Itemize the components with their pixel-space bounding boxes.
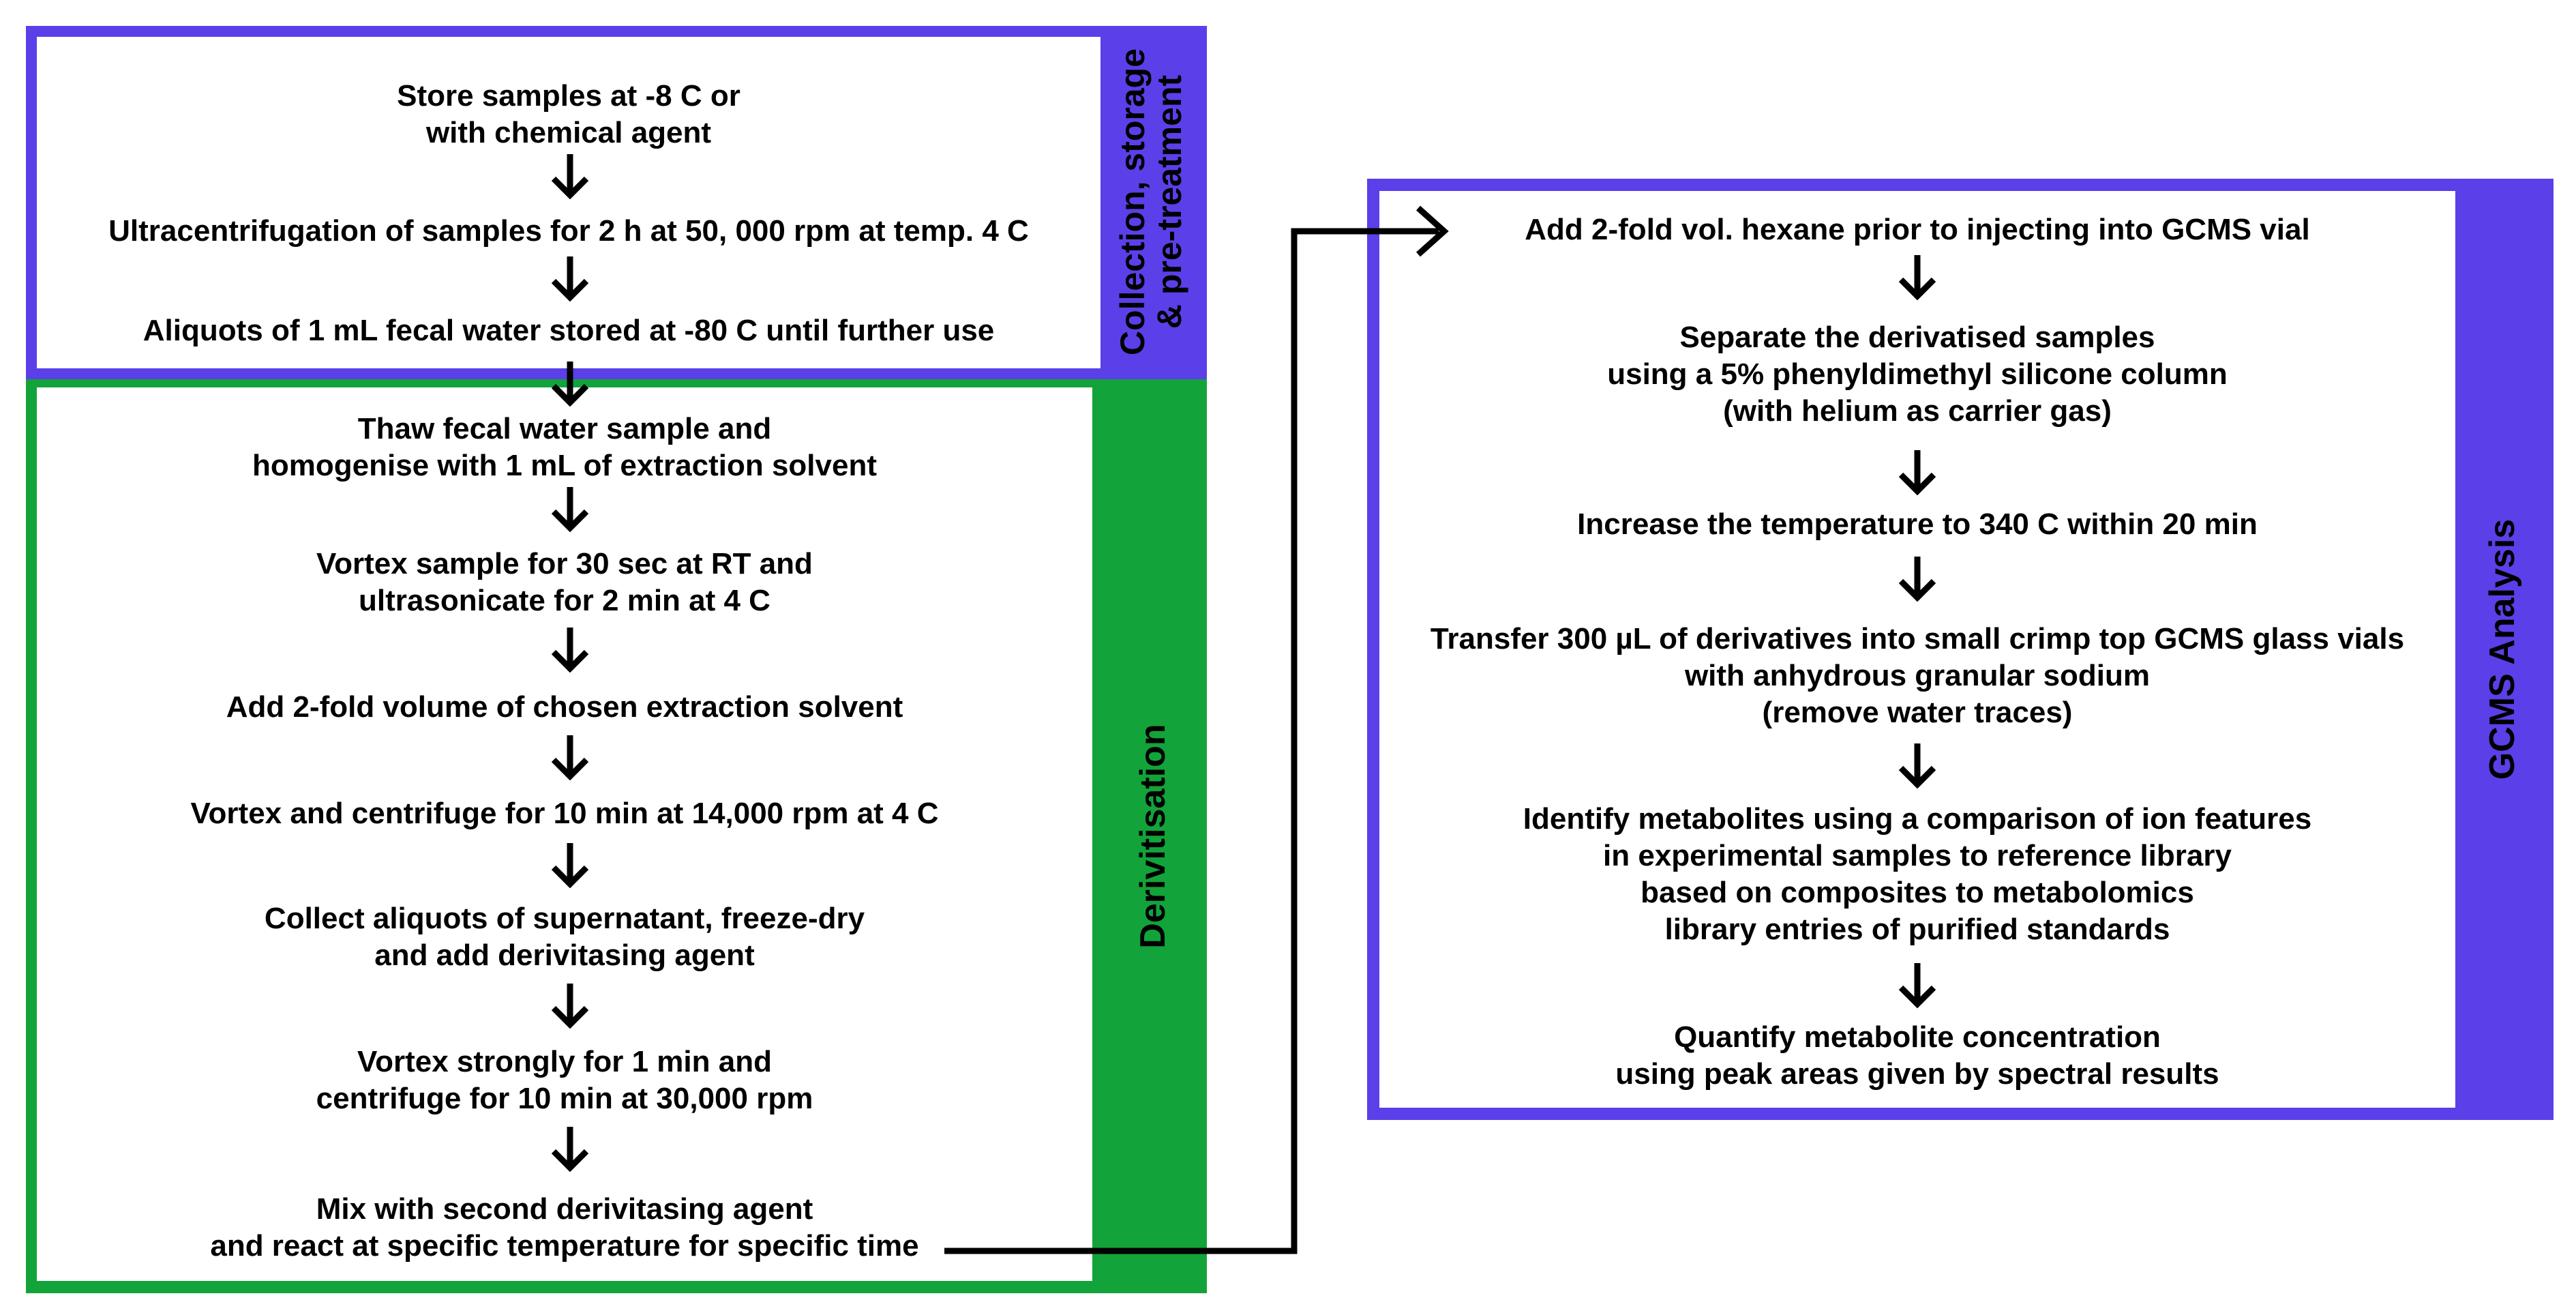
collection-step-1: Store samples at -8 C or with chemical a… (397, 79, 740, 149)
gcms-step-5: Identify metabolites using a comparison … (1523, 802, 2312, 946)
gcms-step-3: Increase the temperature to 340 C within… (1577, 507, 2258, 541)
derivitisation-step-3: Add 2-fold volume of chosen extraction s… (226, 690, 903, 724)
derivitisation-step-2: Vortex sample for 30 sec at RT and ultra… (316, 547, 813, 617)
down-arrow-icon (551, 154, 589, 199)
gcms-panel: Add 2-fold vol. hexane prior to injectin… (1367, 179, 2553, 1120)
down-arrow-icon (1898, 557, 1936, 602)
down-arrow-icon (551, 362, 589, 407)
derivitisation-step-4: Vortex and centrifuge for 10 min at 14,0… (190, 797, 939, 830)
derivitisation-content: Thaw fecal water sample and homogenise w… (37, 362, 1092, 1281)
down-arrow-icon (551, 843, 589, 888)
gcms-step-2: Separate the derivatised samples using a… (1607, 321, 2228, 428)
down-arrow-icon (551, 1127, 589, 1172)
down-arrow-icon (551, 984, 589, 1029)
gcms-step-1: Add 2-fold vol. hexane prior to injectin… (1525, 213, 2310, 246)
collection-step-2: Ultracentrifugation of samples for 2 h a… (108, 214, 1029, 248)
collection-panel: Store samples at -8 C or with chemical a… (26, 26, 1207, 379)
collection-content: Store samples at -8 C or with chemical a… (37, 37, 1100, 368)
gcms-content: Add 2-fold vol. hexane prior to injectin… (1379, 191, 2455, 1108)
down-arrow-icon (1898, 255, 1936, 300)
down-arrow-icon (1898, 743, 1936, 788)
collection-step-3: Aliquots of 1 mL fecal water stored at -… (143, 314, 995, 347)
down-arrow-icon (551, 256, 589, 301)
connector-line (944, 228, 1439, 1254)
gcms-step-6: Quantify metabolite concentration using … (1615, 1020, 2219, 1091)
down-arrow-icon (551, 735, 589, 780)
down-arrow-icon (1898, 963, 1936, 1008)
derivitisation-step-5: Collect aliquots of supernatant, freeze-… (264, 902, 865, 972)
gcms-step-4: Transfer 300 µL of derivatives into smal… (1430, 622, 2405, 729)
derivitisation-panel: Thaw fecal water sample and homogenise w… (26, 362, 1207, 1293)
down-arrow-icon (551, 487, 589, 532)
down-arrow-icon (551, 628, 589, 673)
connector-arrowhead-icon (1416, 205, 1449, 257)
derivitisation-step-6: Vortex strongly for 1 min and centrifuge… (316, 1045, 813, 1115)
down-arrow-icon (1898, 450, 1936, 495)
derivitisation-step-7: Mix with second derivitasing agent and r… (210, 1192, 919, 1263)
derivitisation-step-1: Thaw fecal water sample and homogenise w… (252, 412, 877, 482)
